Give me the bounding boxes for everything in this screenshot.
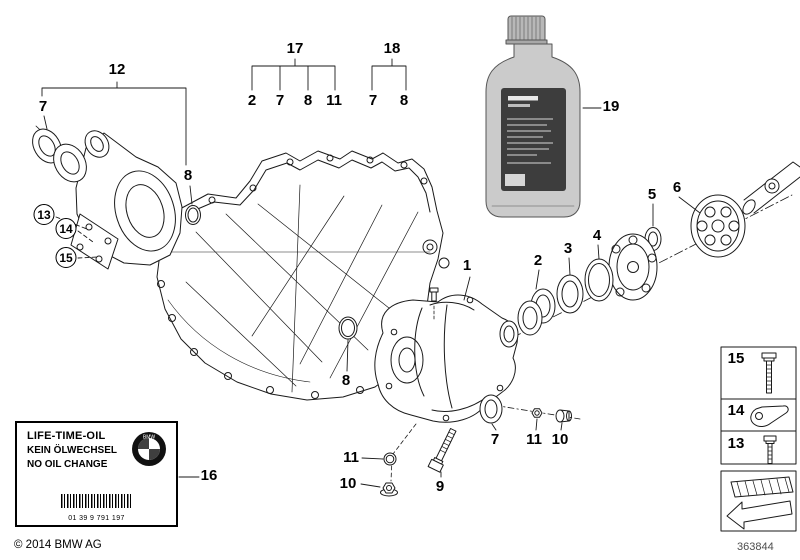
barcode bbox=[60, 494, 133, 508]
output-flange-drawing bbox=[584, 233, 658, 302]
callout-12[interactable]: 12 bbox=[108, 61, 126, 78]
bolt-9-drawing bbox=[427, 428, 457, 473]
bmw-roundel-icon: BMW bbox=[132, 432, 166, 466]
copyright-text: © 2014 BMW AG bbox=[14, 539, 102, 551]
callout-14-circled[interactable]: 14 bbox=[55, 218, 77, 239]
legend-num-13[interactable]: 13 bbox=[727, 435, 745, 452]
callout-1-final-drive[interactable]: 1 bbox=[462, 257, 472, 274]
shaft-seal-rings-drawing bbox=[32, 128, 87, 183]
callout-10-drain-plug[interactable]: 10 bbox=[339, 475, 357, 492]
legend-num-14[interactable]: 14 bbox=[727, 402, 745, 419]
callout-8-housing-oring[interactable]: 8 bbox=[183, 167, 193, 184]
travel-direction-arrow-icon bbox=[720, 470, 797, 532]
differential-housing-drawing bbox=[374, 287, 519, 423]
oil-label-line2: KEIN ÖLWECHSEL bbox=[27, 445, 118, 456]
barcode-number: 01 39 9 791 197 bbox=[68, 515, 125, 522]
output-housing-drawing bbox=[70, 130, 183, 270]
callout-16-label[interactable]: 16 bbox=[200, 467, 218, 484]
callout-11-group17[interactable]: 11 bbox=[326, 92, 342, 109]
callout-10-plug[interactable]: 10 bbox=[551, 431, 569, 448]
hex-bolt-short-icon bbox=[763, 435, 777, 464]
callout-19-oil-bottle[interactable]: 19 bbox=[602, 98, 620, 115]
oil-label-line3: NO OIL CHANGE bbox=[27, 459, 108, 470]
callout-8-group17[interactable]: 8 bbox=[303, 92, 313, 109]
callout-18-group[interactable]: 18 bbox=[383, 40, 401, 57]
callout-7-pinion-seal[interactable]: 7 bbox=[38, 98, 48, 115]
callout-15-circled[interactable]: 15 bbox=[55, 247, 77, 268]
seal-and-bearing-drawing bbox=[517, 274, 584, 336]
retaining-clip-icon bbox=[750, 405, 789, 427]
lifetime-oil-label-box: LIFE-TIME-OIL KEIN ÖLWECHSEL NO OIL CHAN… bbox=[15, 421, 178, 527]
legend-num-15[interactable]: 15 bbox=[727, 350, 745, 367]
drive-shaft-drawing bbox=[742, 161, 800, 215]
callout-7-group18[interactable]: 7 bbox=[368, 92, 378, 109]
callout-2-bearing[interactable]: 2 bbox=[533, 252, 543, 269]
callout-8-pan-oring[interactable]: 8 bbox=[341, 372, 351, 389]
lower-small-parts-drawing bbox=[380, 394, 572, 497]
callout-2-group17[interactable]: 2 bbox=[247, 92, 257, 109]
oil-bottle-drawing bbox=[485, 15, 581, 218]
callout-9-bolt[interactable]: 9 bbox=[435, 478, 445, 495]
legend-table-drawing bbox=[720, 346, 797, 465]
svg-text:BMW: BMW bbox=[143, 435, 156, 441]
oil-label-line1: LIFE-TIME-OIL bbox=[27, 430, 106, 442]
callout-11-washer[interactable]: 11 bbox=[343, 449, 359, 466]
callout-17-group[interactable]: 17 bbox=[286, 40, 304, 57]
diagram-number-text: 363844 bbox=[737, 541, 774, 553]
flex-coupling-drawing bbox=[690, 194, 746, 258]
callout-11-nut[interactable]: 11 bbox=[526, 431, 542, 448]
callout-4-flange[interactable]: 4 bbox=[592, 227, 602, 244]
callout-leader-lines bbox=[41, 58, 701, 488]
callout-7-group17[interactable]: 7 bbox=[275, 92, 285, 109]
callout-5-washer[interactable]: 5 bbox=[647, 186, 657, 203]
callout-3-seal[interactable]: 3 bbox=[563, 240, 573, 257]
o-ring-drawings bbox=[185, 205, 358, 340]
callout-7-output-seal[interactable]: 7 bbox=[490, 431, 500, 448]
callout-13-circled[interactable]: 13 bbox=[33, 204, 55, 225]
callout-8-group18[interactable]: 8 bbox=[399, 92, 409, 109]
callout-6-coupling[interactable]: 6 bbox=[672, 179, 682, 196]
hex-bolt-long-icon bbox=[761, 352, 777, 394]
